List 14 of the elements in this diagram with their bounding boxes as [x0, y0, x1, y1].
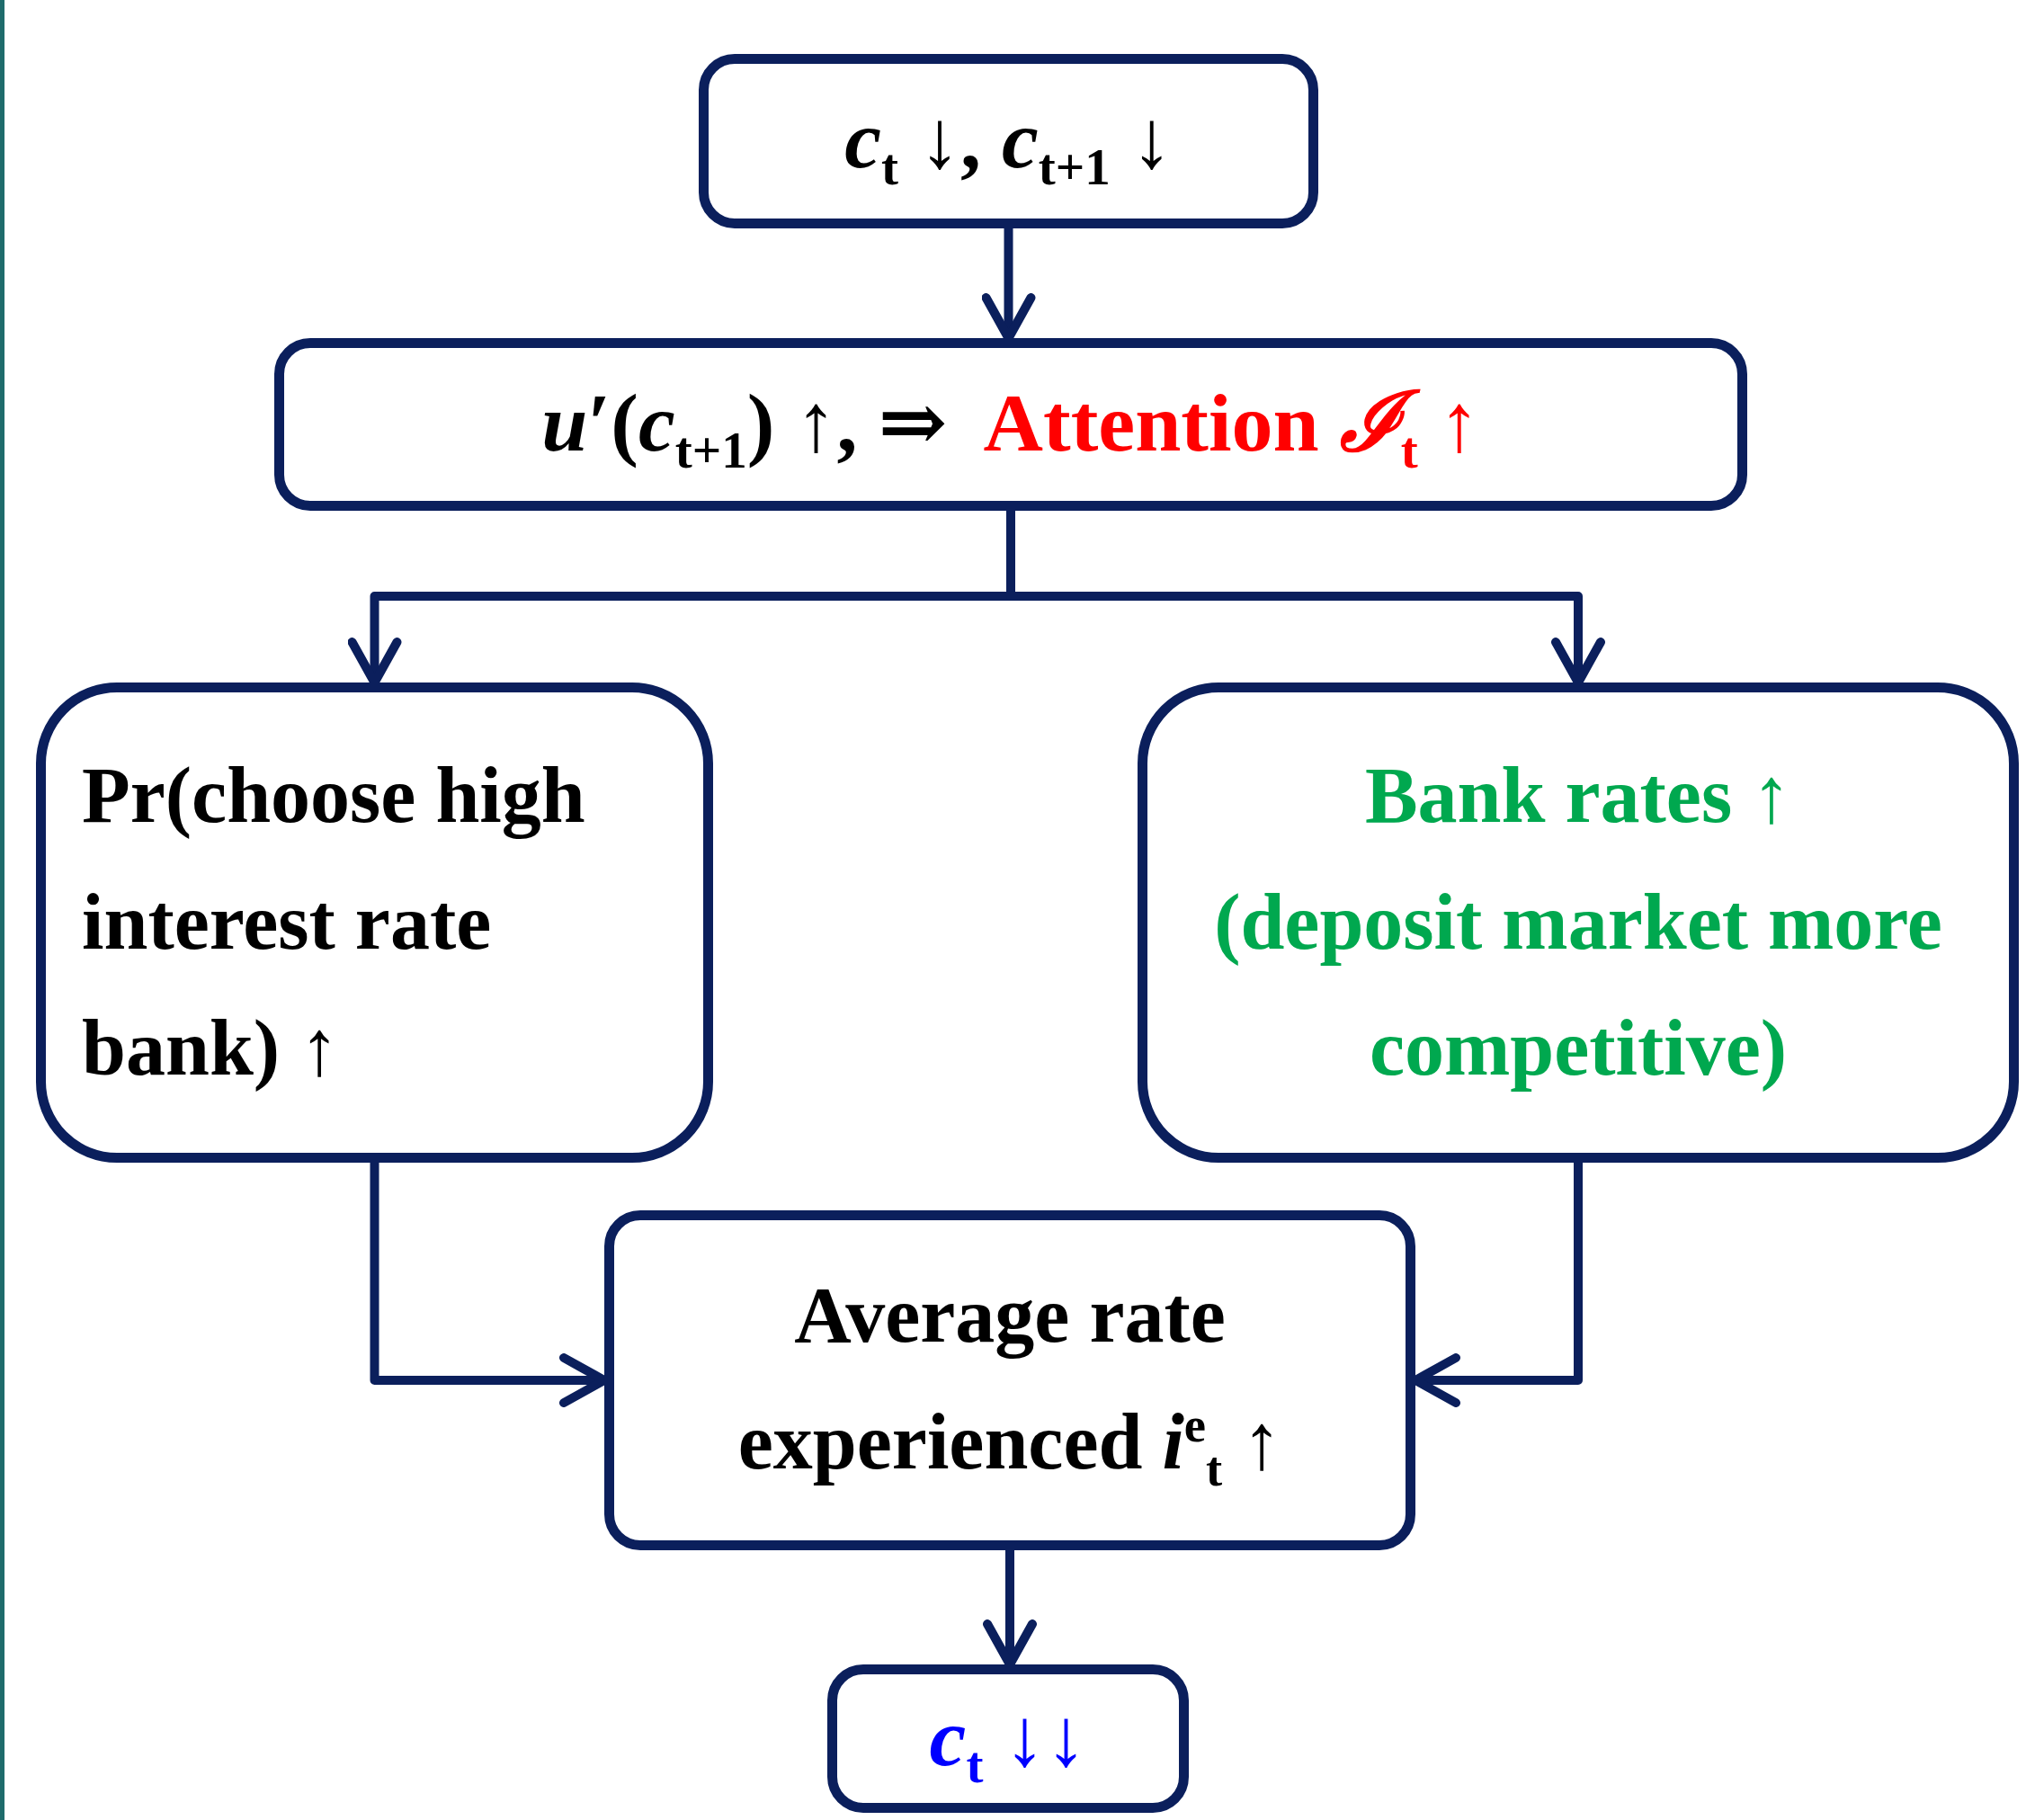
- box-text: Average rate experienced i$^{e}$$_{t}$ ↑: [736, 1271, 1283, 1498]
- box-text: Attention ℐ$_{t}$ ↑: [983, 376, 1480, 481]
- box-text: u′(c$_{t+1}$) ↑, ⇒: [541, 376, 948, 481]
- process-box: [827, 1664, 1189, 1813]
- box-text: c$_{t}$ ↓↓: [929, 1690, 1087, 1796]
- process-box: [1138, 682, 2019, 1163]
- box-text: Bank rates ↑: [1364, 750, 1792, 841]
- process-box: [274, 338, 1747, 511]
- box-text: Pr(choose high interest rate bank) ↑: [82, 750, 586, 1094]
- box-text: (deposit market more competitive): [1213, 877, 1943, 1094]
- box-text: c$_{t}$ ↓, c$_{t+1}$ ↓: [844, 93, 1173, 198]
- process-box: [36, 682, 713, 1163]
- process-box: [604, 1210, 1415, 1550]
- process-box: [699, 54, 1318, 228]
